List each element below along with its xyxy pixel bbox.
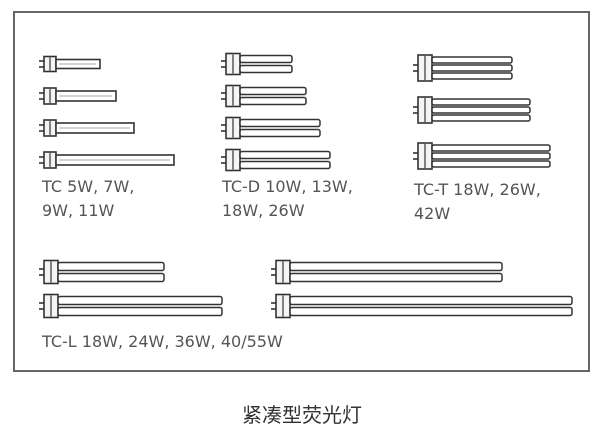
tc-l-lamp-55w	[271, 293, 573, 319]
tc-t-label: TC-T 18W, 26W, 42W	[413, 180, 546, 223]
tc-t-label-line-1: TC-T 18W, 26W,	[413, 180, 541, 199]
tc-d-lamp-10w	[221, 52, 293, 76]
tc-lamp-7w	[39, 87, 117, 105]
tc-d-lamp-26w	[221, 148, 331, 172]
tc-d-label-line-1: TC-D 10W, 13W,	[221, 177, 353, 196]
tc-label: TC 5W, 7W, 9W, 11W	[41, 177, 139, 220]
tc-label-line-2: 9W, 11W	[42, 201, 115, 220]
diagram-frame	[13, 11, 590, 372]
tc-l-label-line-1: TC-L 18W, 24W, 36W, 40/55W	[41, 332, 283, 351]
tc-t-lamp-18w	[413, 54, 513, 82]
tc-l-lamp-18w	[39, 259, 165, 285]
tc-lamp-11w	[39, 151, 175, 169]
tc-t-label-line-2: 42W	[414, 204, 450, 223]
figure-caption: 紧凑型荧光灯	[242, 403, 362, 427]
tc-t-lamp-26w	[413, 96, 531, 124]
tc-lamp-5w	[39, 55, 101, 73]
tc-lamp-9w	[39, 119, 135, 137]
tc-l-lamp-36w	[271, 259, 503, 285]
lamp-drawings	[39, 52, 573, 319]
tc-label-line-1: TC 5W, 7W,	[41, 177, 134, 196]
tc-d-lamp-18w	[221, 116, 321, 140]
tc-d-lamp-13w	[221, 84, 307, 108]
tc-d-label-line-2: 18W, 26W	[222, 201, 305, 220]
tc-l-label: TC-L 18W, 24W, 36W, 40/55W	[41, 332, 283, 351]
tc-l-lamp-24w	[39, 293, 223, 319]
tc-t-lamp-42w	[413, 142, 551, 170]
tc-d-label: TC-D 10W, 13W, 18W, 26W	[221, 177, 358, 220]
